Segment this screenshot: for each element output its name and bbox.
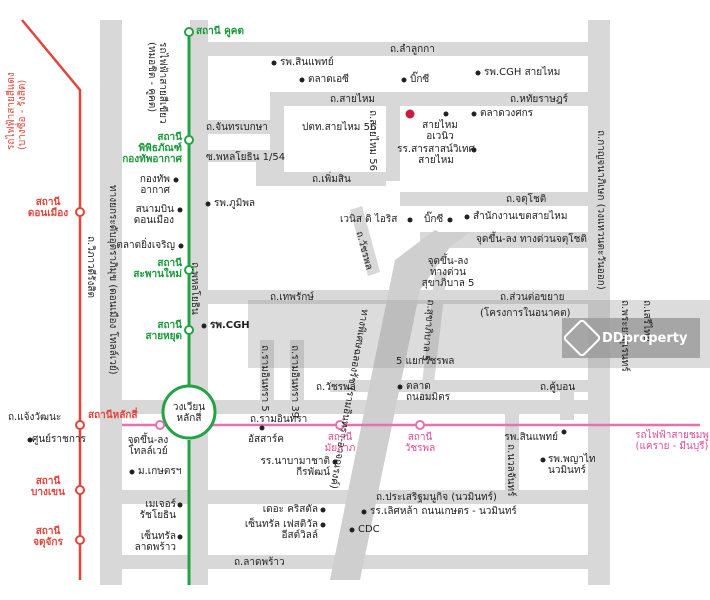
road-thephaks: ถ.เทพรักษ์ (270, 292, 314, 303)
road-chotchai: ถ.จตุโชติ (506, 194, 547, 205)
road-ram-inthra: ถ.รามอินทรา (250, 414, 308, 425)
road-wacharaphon-2: ถ.วัชรพล (316, 382, 356, 393)
road-phermsin: ถ.เพิ่มสิน (312, 174, 351, 185)
road-sai-mai-56: ถ.สายไหม 56 (367, 110, 378, 171)
place-talad-yingcharoen: ตลาดยิ่งเจริญ (116, 240, 175, 251)
location-pin (405, 109, 415, 119)
station-bang-khen[interactable]: สถานี บางเขน (31, 476, 65, 498)
green-line-label: รถไฟฟ้าสายสีเขียว (หมอชิต - คูคต) (146, 42, 168, 124)
place-the-circle: เวนิส ดิ ไอริส (340, 214, 398, 225)
place-stadium: สนามบิน ดอนเมือง (133, 204, 174, 226)
place-the-crystal: เดอะ คริสตัล (262, 504, 318, 515)
place-sinphaet-1: รพ.สินแพทย์ (280, 57, 334, 68)
place-jotchai: จุดขึ้น-ลง โทลล์เวย์ (127, 435, 169, 457)
lak-si-circle (161, 384, 217, 440)
place-phumiphon: รพ.ภูมิพล (214, 198, 256, 209)
station-kukot[interactable]: สถานี คูคต (196, 26, 244, 37)
road-hathai-rat: ถ.หทัยราษฎร์ (510, 94, 568, 105)
ddproperty-logo-icon (562, 318, 602, 358)
place-big-c2: บิ๊กซี (424, 214, 444, 225)
place-airforce: กองทัพ อากาศ (139, 174, 170, 196)
station-saphan-mai[interactable]: สถานี สะพานใหม่ (133, 258, 182, 280)
road-chanthra: ถ.จันทรเบกษา (206, 122, 268, 133)
road-lam-luk-ka: ถ.ลำลูกกา (390, 44, 435, 55)
place-talad-thanon: ตลาด ถนอมมิตร (406, 381, 450, 403)
road-lat-phrao: ถ.ลาดพร้าว (234, 557, 285, 568)
place-district: สำนักงานเขตสายไหม (473, 211, 568, 222)
place-asspark: อัสสาร์ค (248, 434, 284, 445)
place-navamin-school: รร.นาบามาชาติ กีรพัฒน์ (260, 456, 330, 478)
place-lotus: ศูนย์ราชการ (32, 434, 86, 445)
pink-line-label: รถไฟฟ้าสายชมพู (แคราย - มีนบุรี) (635, 430, 709, 452)
road-don-mueang-tollway: ทางยกระดับอุตราภิมุข (ดอนเมือง โทลล์เวย์… (107, 185, 118, 375)
place-satit: รร.สารสาสน์วิเทศ สายไหม (397, 144, 475, 166)
place-triam: รร.เลิศหล้า ถนนเกษตร - นวมินทร์ (370, 506, 517, 517)
road-expressway-exit: จุดขึ้น-ลง ทางด่วน สุขาภิบาล 5 (421, 256, 475, 289)
place-phyathai: รพ.พญาไท นวมินทร์ (548, 454, 596, 476)
lak-si-circle-label: วงเวียน หลักสี่ (172, 402, 206, 424)
road-extension: ถ.ส่วนต่อขยาย (500, 292, 565, 303)
place-sinphaet-2: รพ.สินแพทย์ (504, 432, 558, 443)
road-five-way: 5 แยกวัชรพล (396, 356, 455, 367)
watermark: DDproperty (562, 318, 698, 358)
road-phahon-1-54: ซ.พหลโยธิน 1/54 (206, 152, 286, 163)
place-wong-sakorn: ตลาดวงศกร (480, 108, 534, 119)
red-line (21, 19, 82, 580)
road-pracharuam: ถ.ประเสริฐมนูกิจ (นวมินทร์) (376, 492, 497, 503)
place-pratham: ปตท.สายไหม 56 (302, 122, 377, 133)
station-sai-yut[interactable]: สถานี สายหยุด (145, 320, 182, 342)
place-cgh: รพ.CGH (210, 320, 250, 331)
expressway (330, 230, 455, 580)
station-museum[interactable]: สถานี พิพิธภัณฑ์ กองทัพอากาศ (122, 132, 182, 165)
station-chatuchak[interactable]: สถานี จตุจักร (33, 526, 63, 548)
road-kanchanaphisek: ถ.กาญจนาภิเษก (วงแหวนตะวันออก) (595, 130, 606, 290)
place-central: เซ็นทรัล ลาดพร้าว (134, 531, 176, 553)
station-mu-lak[interactable]: สถานี มัยลาภ (324, 432, 356, 454)
place-kasetsart: ม.เกษตรฯ (138, 466, 182, 477)
station-markers (75, 27, 425, 545)
place-central-festival: เซ็นทรัล เฟสติวัล อีสต์วิลล์ (244, 519, 318, 541)
road-jotchai-exit: จุดขึ้น-ลง ทางด่วนจตุโชติ (476, 234, 587, 245)
road-ram-inthra-39: ถ.รามอินทรา 39 (289, 345, 300, 419)
road-phahon-yothin: ถ.พหลโยธิน (189, 262, 200, 315)
place-cdc: CDC (358, 524, 380, 535)
road-khu-bon: ถ.คู้บอน (540, 382, 576, 393)
road-sai-mai: ถ.สายไหม (330, 94, 376, 105)
road-wiphawadi: ถ.วิภาวดีรังสิต (85, 236, 96, 299)
station-wacharaphon[interactable]: สถานี วัชรพล (404, 432, 436, 454)
place-major: เมเจอร์ รัชโยธิน (139, 499, 176, 521)
station-don-mueang[interactable]: สถานี ดอนเมือง (27, 197, 69, 219)
road-project: (โครงการในอนาคต) (480, 308, 571, 319)
road-chaeng: ถ.แจ้งวัฒนะ (8, 412, 62, 423)
place-cgh-saimai: รพ.CGH สายไหม (484, 67, 561, 78)
place-talad-ease: ตลาดเอซี (308, 74, 349, 85)
station-lak-si[interactable]: สถานีหลักสี่ (88, 410, 138, 421)
place-saimai-avenue: สายไหม อเวนิว (422, 120, 458, 142)
road-nuanchan: ถ.นวลจันทร์ (505, 444, 516, 497)
road-ram-inthra-5: ถ.รามอินทรา 5 (259, 345, 270, 412)
place-big-c: บิ๊กซี (410, 74, 430, 85)
red-line-label: รถไฟฟ้าสายสีแดง (บางซื่อ - รังสิต) (6, 72, 28, 150)
